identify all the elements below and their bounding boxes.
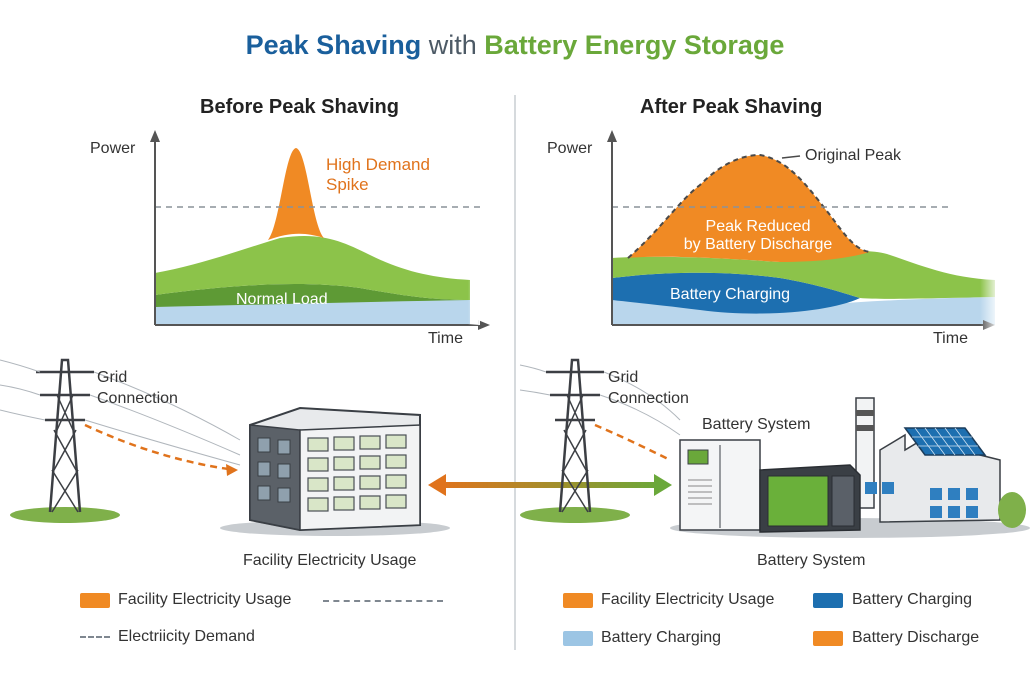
legend-right-item-charging-light: Battery Charging: [601, 629, 722, 646]
original-peak-label: Original Peak: [805, 147, 902, 164]
before-spike-area: [268, 148, 324, 240]
facility-building: [220, 406, 450, 536]
after-y-arrow: [607, 130, 617, 142]
battery-caption: Battery System: [757, 552, 866, 569]
peak-reduced-label: Peak Reduced by Battery Discharge: [668, 218, 848, 254]
original-peak-pointer: [781, 155, 801, 159]
before-x-arrow: [478, 320, 490, 330]
before-chart: [150, 130, 490, 330]
normal-load-label: Normal Load: [236, 291, 328, 308]
title-part-1: Peak Shaving: [245, 30, 422, 60]
after-charging-area: [612, 272, 860, 314]
after-y-axis-label: Power: [547, 140, 593, 157]
facility-caption: Facility Electricity Usage: [243, 552, 417, 569]
legend-right-item-usage: Facility Electricity Usage: [601, 591, 775, 608]
before-y-axis-label: Power: [90, 140, 136, 157]
right-grid-line-2: Connection: [608, 390, 689, 407]
bidirectional-arrow: [428, 474, 672, 496]
peak-reduced-line-1: Peak Reduced: [705, 218, 811, 235]
left-grid-label: Grid Connection: [97, 367, 178, 409]
left-power-flow-line: [84, 423, 236, 472]
left-grid-tower: [0, 358, 241, 523]
after-load-area: [612, 251, 995, 299]
legend-left-item-usage: Facility Electricity Usage: [118, 591, 292, 608]
after-original-peak-line: [627, 153, 871, 259]
peak-reduced-line-2: by Battery Discharge: [683, 236, 833, 253]
battery-system-label: Battery System: [702, 416, 811, 433]
right-grid-label: Grid Connection: [608, 367, 689, 409]
after-reduced-peak-area: [628, 155, 870, 262]
legend-right-swatch-charging-light: [563, 631, 593, 646]
right-grid-tower: [519, 358, 681, 523]
spike-label-line-2: Spike: [326, 175, 369, 194]
page-title: Peak Shaving with Battery Energy Storage: [0, 30, 1030, 61]
title-part-3: Battery Energy Storage: [484, 30, 785, 60]
legend-left-dash-2: [80, 636, 110, 638]
legend-right-swatch-usage: [563, 593, 593, 608]
battery-charging-chart-label: Battery Charging: [670, 286, 791, 303]
left-grid-line-1: Grid: [97, 369, 128, 386]
after-x-axis-label: Time: [933, 330, 968, 347]
left-grid-line-2: Connection: [97, 390, 178, 407]
legend-right-swatch-discharge: [813, 631, 843, 646]
before-heading: Before Peak Shaving: [200, 96, 399, 118]
title-part-2: with: [428, 30, 477, 60]
spike-label-line-1: High Demand: [326, 155, 430, 174]
right-power-flow-line: [594, 423, 671, 462]
before-x-axis-label: Time: [428, 330, 463, 347]
before-normal-load-area: [155, 284, 470, 307]
before-y-arrow: [150, 130, 160, 142]
legend-right-item-discharge: Battery Discharge: [852, 629, 980, 646]
legend-left-item-demand: Electriicity Demand: [118, 628, 255, 645]
right-grid-line-1: Grid: [608, 369, 639, 386]
after-heading: After Peak Shaving: [640, 96, 823, 118]
battery-and-factory: [670, 397, 1030, 538]
after-chart: [607, 130, 995, 330]
legend-right-swatch-charging-dark: [813, 593, 843, 608]
left-tower-ground: [10, 507, 120, 523]
left-power-flow-arrow: [226, 464, 238, 476]
before-load-area: [155, 235, 470, 300]
legend-left-swatch-usage: [80, 593, 110, 608]
legend-right-item-charging-dark: Battery Charging: [852, 591, 973, 608]
legend-left-dash-1: [323, 600, 443, 602]
spike-label: High Demand Spike: [326, 155, 430, 195]
